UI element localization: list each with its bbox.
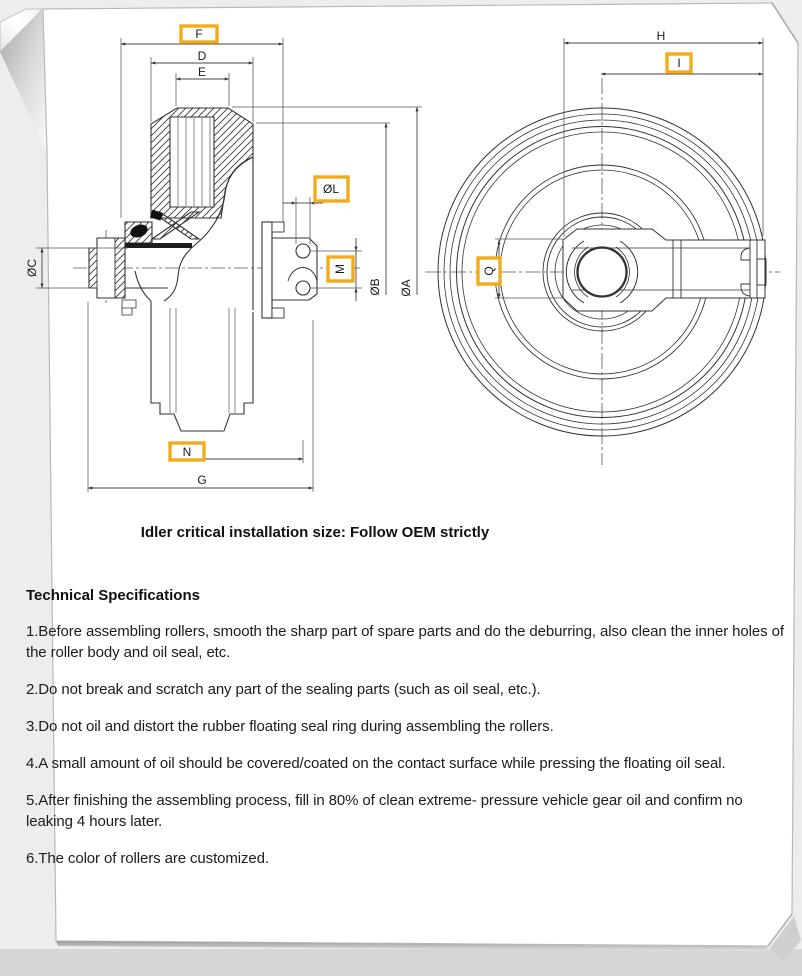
axle-surface bbox=[108, 243, 192, 248]
oil-seal bbox=[150, 209, 163, 221]
section-heading: Technical Specifications bbox=[26, 587, 200, 604]
drawing-caption: Idler critical installation size: Follow… bbox=[140, 524, 490, 541]
oil-seal bbox=[130, 224, 148, 238]
dim-label-F: F bbox=[195, 27, 202, 41]
axle-bracket bbox=[271, 237, 318, 301]
dim-label-Q: Q bbox=[482, 266, 496, 275]
dim-label-G: G bbox=[197, 473, 206, 487]
highlight-box-M bbox=[326, 255, 355, 283]
corner-shadow-bottom-right bbox=[770, 916, 801, 962]
dim-label-E: E bbox=[198, 65, 206, 79]
front-section-view bbox=[73, 107, 360, 432]
highlight-box-OL bbox=[313, 175, 350, 203]
dim-label-OL: ØL bbox=[323, 182, 339, 196]
dim-label-OC: ØC bbox=[25, 259, 39, 277]
dimension-labels: F D E H I ØL M Q ØC ØB ØA N G bbox=[25, 24, 693, 487]
dim-label-H: H bbox=[657, 29, 666, 43]
axle-bore bbox=[576, 246, 628, 298]
spec-item: 4.A small amount of oil should be covere… bbox=[26, 755, 726, 772]
spec-list: 1.Before assembling rollers, smooth the … bbox=[26, 621, 788, 885]
spec-item: 2.Do not break and scratch any part of t… bbox=[26, 681, 541, 698]
spec-item: 1.Before assembling rollers, smooth the … bbox=[26, 623, 784, 661]
fork-end-hook bbox=[740, 283, 751, 297]
highlight-box-N bbox=[168, 441, 206, 462]
highlight-box-I bbox=[665, 52, 693, 74]
side-view bbox=[425, 78, 780, 465]
spec-item: 6.The color of rollers are customized. bbox=[26, 850, 269, 867]
corner-curl-shadow bbox=[0, 9, 47, 152]
dim-label-N: N bbox=[183, 445, 192, 459]
corner-curl-face bbox=[0, 8, 45, 53]
spec-item: 3.Do not oil and distort the rubber floa… bbox=[26, 718, 554, 735]
highlight-box-Q bbox=[476, 256, 502, 286]
dimension-lines bbox=[36, 38, 764, 492]
mount-plate bbox=[261, 221, 273, 319]
lower-rim-outline bbox=[150, 301, 254, 432]
dim-label-OA: ØA bbox=[399, 279, 413, 296]
dim-label-I: I bbox=[677, 56, 680, 70]
web-curve bbox=[163, 156, 254, 302]
dim-label-M: M bbox=[333, 264, 347, 274]
highlight-box-F bbox=[179, 24, 219, 44]
bottom-edge-shadow bbox=[56, 941, 768, 951]
background-strip bbox=[0, 949, 802, 976]
fork-end-hook bbox=[740, 247, 751, 261]
technical-drawing: F D E H I ØL M Q ØC ØB ØA N G bbox=[25, 24, 780, 492]
dim-label-D: D bbox=[198, 49, 207, 63]
dim-label-OB: ØB bbox=[368, 278, 382, 295]
corner-cut-bottom-right bbox=[767, 913, 793, 947]
hub-lower-step bbox=[121, 299, 137, 316]
rib bbox=[150, 211, 201, 240]
fork-end-cap bbox=[756, 258, 767, 286]
spec-item: 5.After finishing the assembling process… bbox=[26, 792, 743, 830]
corner-cut-top-right bbox=[771, 2, 799, 44]
bracket-boss-curve bbox=[287, 267, 318, 282]
